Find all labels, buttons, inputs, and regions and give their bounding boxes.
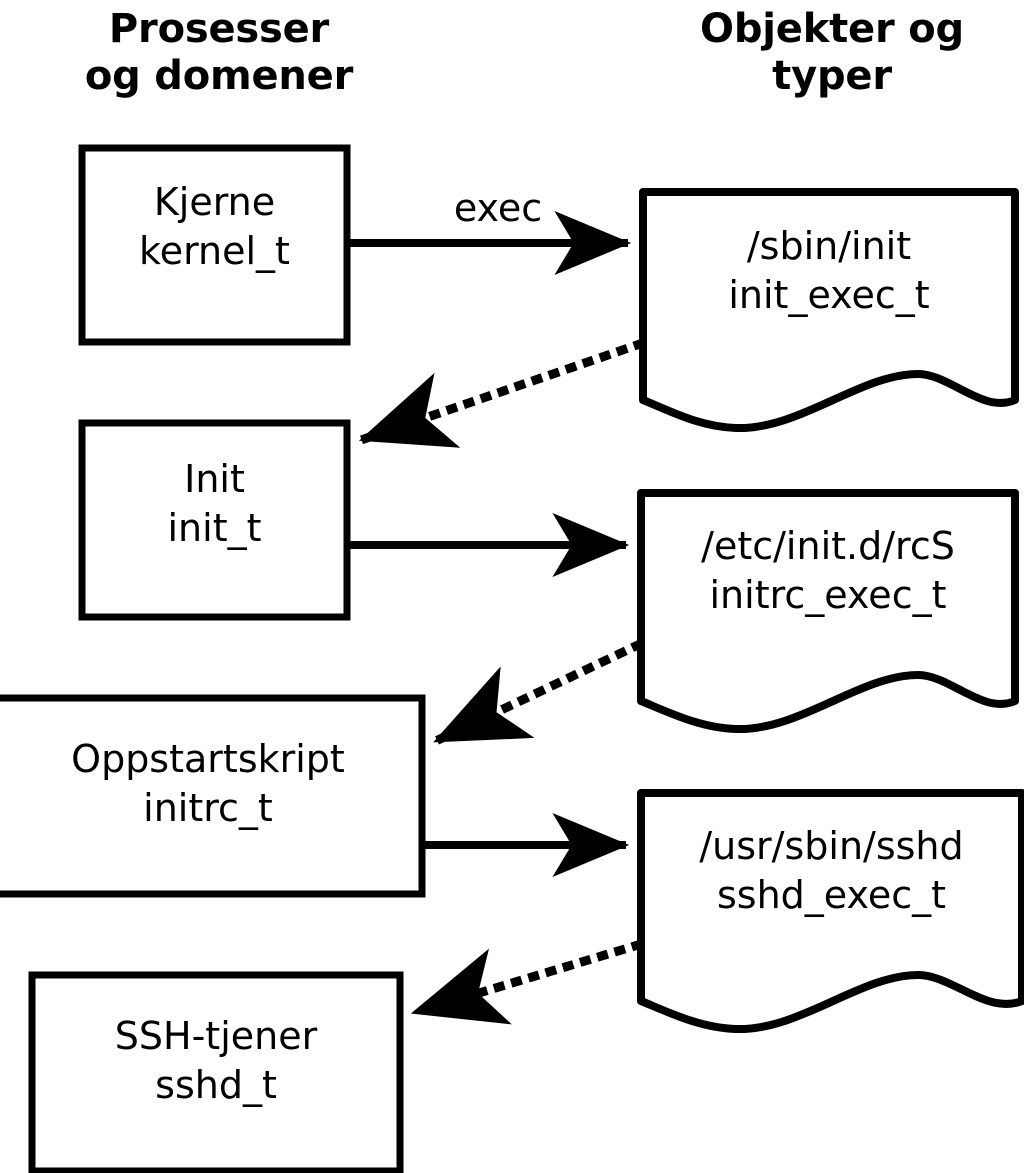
node-initrc-shape[interactable] (0, 694, 426, 898)
edge-sshd-exec-becomes-sshd[interactable] (410, 939, 644, 1025)
node-initrc-exec-shape[interactable] (637, 489, 1019, 734)
node-sshd-exec-shape[interactable] (637, 789, 1024, 1034)
edge-rcs-becomes-initrc[interactable] (432, 639, 644, 746)
node-kernel-shape[interactable] (78, 144, 351, 346)
edge-label-exec: exec (453, 186, 543, 230)
node-init-exec-shape[interactable] (639, 188, 1019, 433)
node-init-shape[interactable] (78, 419, 351, 621)
edge-init-exec-becomes-init[interactable] (358, 338, 646, 448)
node-sshd-shape[interactable] (28, 971, 404, 1173)
column-header-processes: Prosesser og domener (84, 6, 354, 100)
column-header-objects: Objekter og typer (700, 6, 964, 100)
